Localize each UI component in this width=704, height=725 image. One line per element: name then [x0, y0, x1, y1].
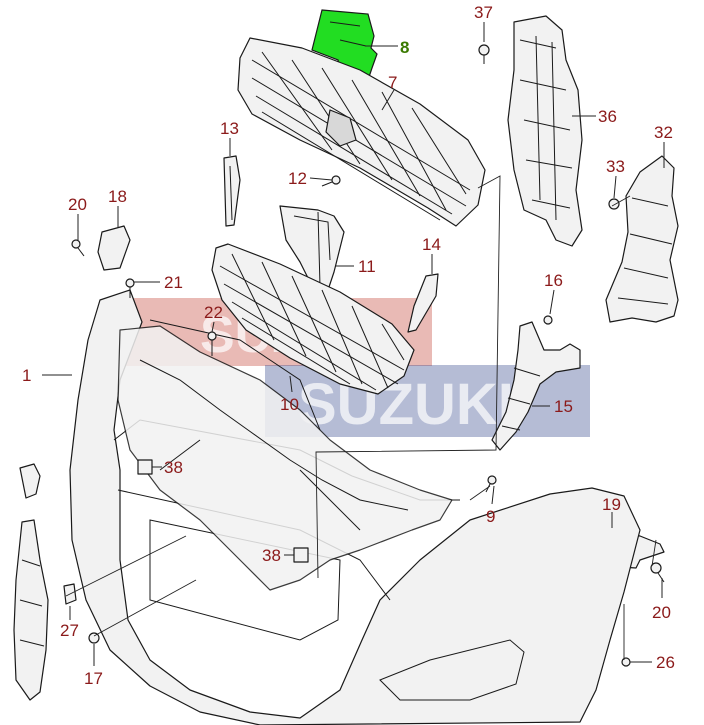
- part-38-plug-upper[interactable]: [137, 459, 153, 475]
- callout-11[interactable]: 11: [358, 257, 376, 276]
- part-10-lower-grille[interactable]: [211, 243, 415, 395]
- callout-12[interactable]: 12: [288, 169, 307, 188]
- part-9-screw[interactable]: [485, 475, 497, 493]
- bumper-inner-panel: [117, 325, 453, 591]
- callout-22[interactable]: 22: [204, 303, 223, 322]
- part-37-screw[interactable]: [478, 44, 490, 64]
- callout-14[interactable]: 14: [422, 235, 441, 254]
- part-36-side-bracket[interactable]: [507, 15, 583, 247]
- watermark-text-bottom: SUZUKI: [298, 372, 514, 437]
- part-11-duct[interactable]: [279, 205, 345, 297]
- fasteners: [71, 44, 665, 667]
- part-20-screw-lower[interactable]: [650, 562, 665, 583]
- callout-9[interactable]: 9: [486, 507, 495, 526]
- part-13-strip[interactable]: [223, 155, 241, 227]
- part-7-upper-grille[interactable]: [237, 37, 486, 227]
- part-12-screw[interactable]: [321, 175, 341, 187]
- part-18-clip[interactable]: [97, 225, 131, 271]
- callout-15[interactable]: 15: [554, 397, 573, 416]
- callout-labels: 8 7 37 36 32 33 13 12 11 14 16 15 10 9 1…: [22, 3, 675, 688]
- part-21-clip[interactable]: [125, 278, 135, 298]
- callout-38-upper[interactable]: 38: [164, 458, 183, 477]
- callout-37[interactable]: 37: [474, 3, 493, 22]
- part-33-screw[interactable]: [608, 198, 620, 210]
- callout-26[interactable]: 26: [656, 653, 675, 672]
- leader-lines: [42, 22, 665, 666]
- assembly-lines: [65, 175, 657, 660]
- callout-36[interactable]: 36: [598, 107, 617, 126]
- part-8-bracket[interactable]: [311, 9, 378, 81]
- callout-38-lower[interactable]: 38: [262, 546, 281, 565]
- callout-1[interactable]: 1: [22, 366, 31, 385]
- callout-20-lower[interactable]: 20: [652, 603, 671, 622]
- callout-20-upper[interactable]: 20: [68, 195, 87, 214]
- callout-21[interactable]: 21: [164, 273, 183, 292]
- left-bracket-lower[interactable]: [13, 519, 49, 701]
- callout-17[interactable]: 17: [84, 669, 103, 688]
- callout-7[interactable]: 7: [388, 73, 397, 92]
- part-14-strip[interactable]: [407, 273, 439, 333]
- callout-18[interactable]: 18: [108, 187, 127, 206]
- part-20-screw-upper[interactable]: [71, 239, 85, 257]
- callout-27[interactable]: 27: [60, 621, 79, 640]
- part-32-side-bracket[interactable]: [605, 155, 679, 323]
- part-22-screw[interactable]: [207, 331, 217, 356]
- callout-19[interactable]: 19: [602, 495, 621, 514]
- callout-32[interactable]: 32: [654, 123, 673, 142]
- left-clip[interactable]: [19, 463, 41, 499]
- callout-8[interactable]: 8: [400, 38, 409, 57]
- callout-16[interactable]: 16: [544, 271, 563, 290]
- part-17-screw[interactable]: [88, 632, 100, 644]
- part-38-plug-lower[interactable]: [293, 547, 309, 563]
- callout-33[interactable]: 33: [606, 157, 625, 176]
- callout-10[interactable]: 10: [280, 395, 299, 414]
- callout-13[interactable]: 13: [220, 119, 239, 138]
- part-16-screw[interactable]: [543, 315, 553, 325]
- part-15-side-bracket[interactable]: [491, 321, 581, 451]
- part-26-screw[interactable]: [621, 657, 631, 667]
